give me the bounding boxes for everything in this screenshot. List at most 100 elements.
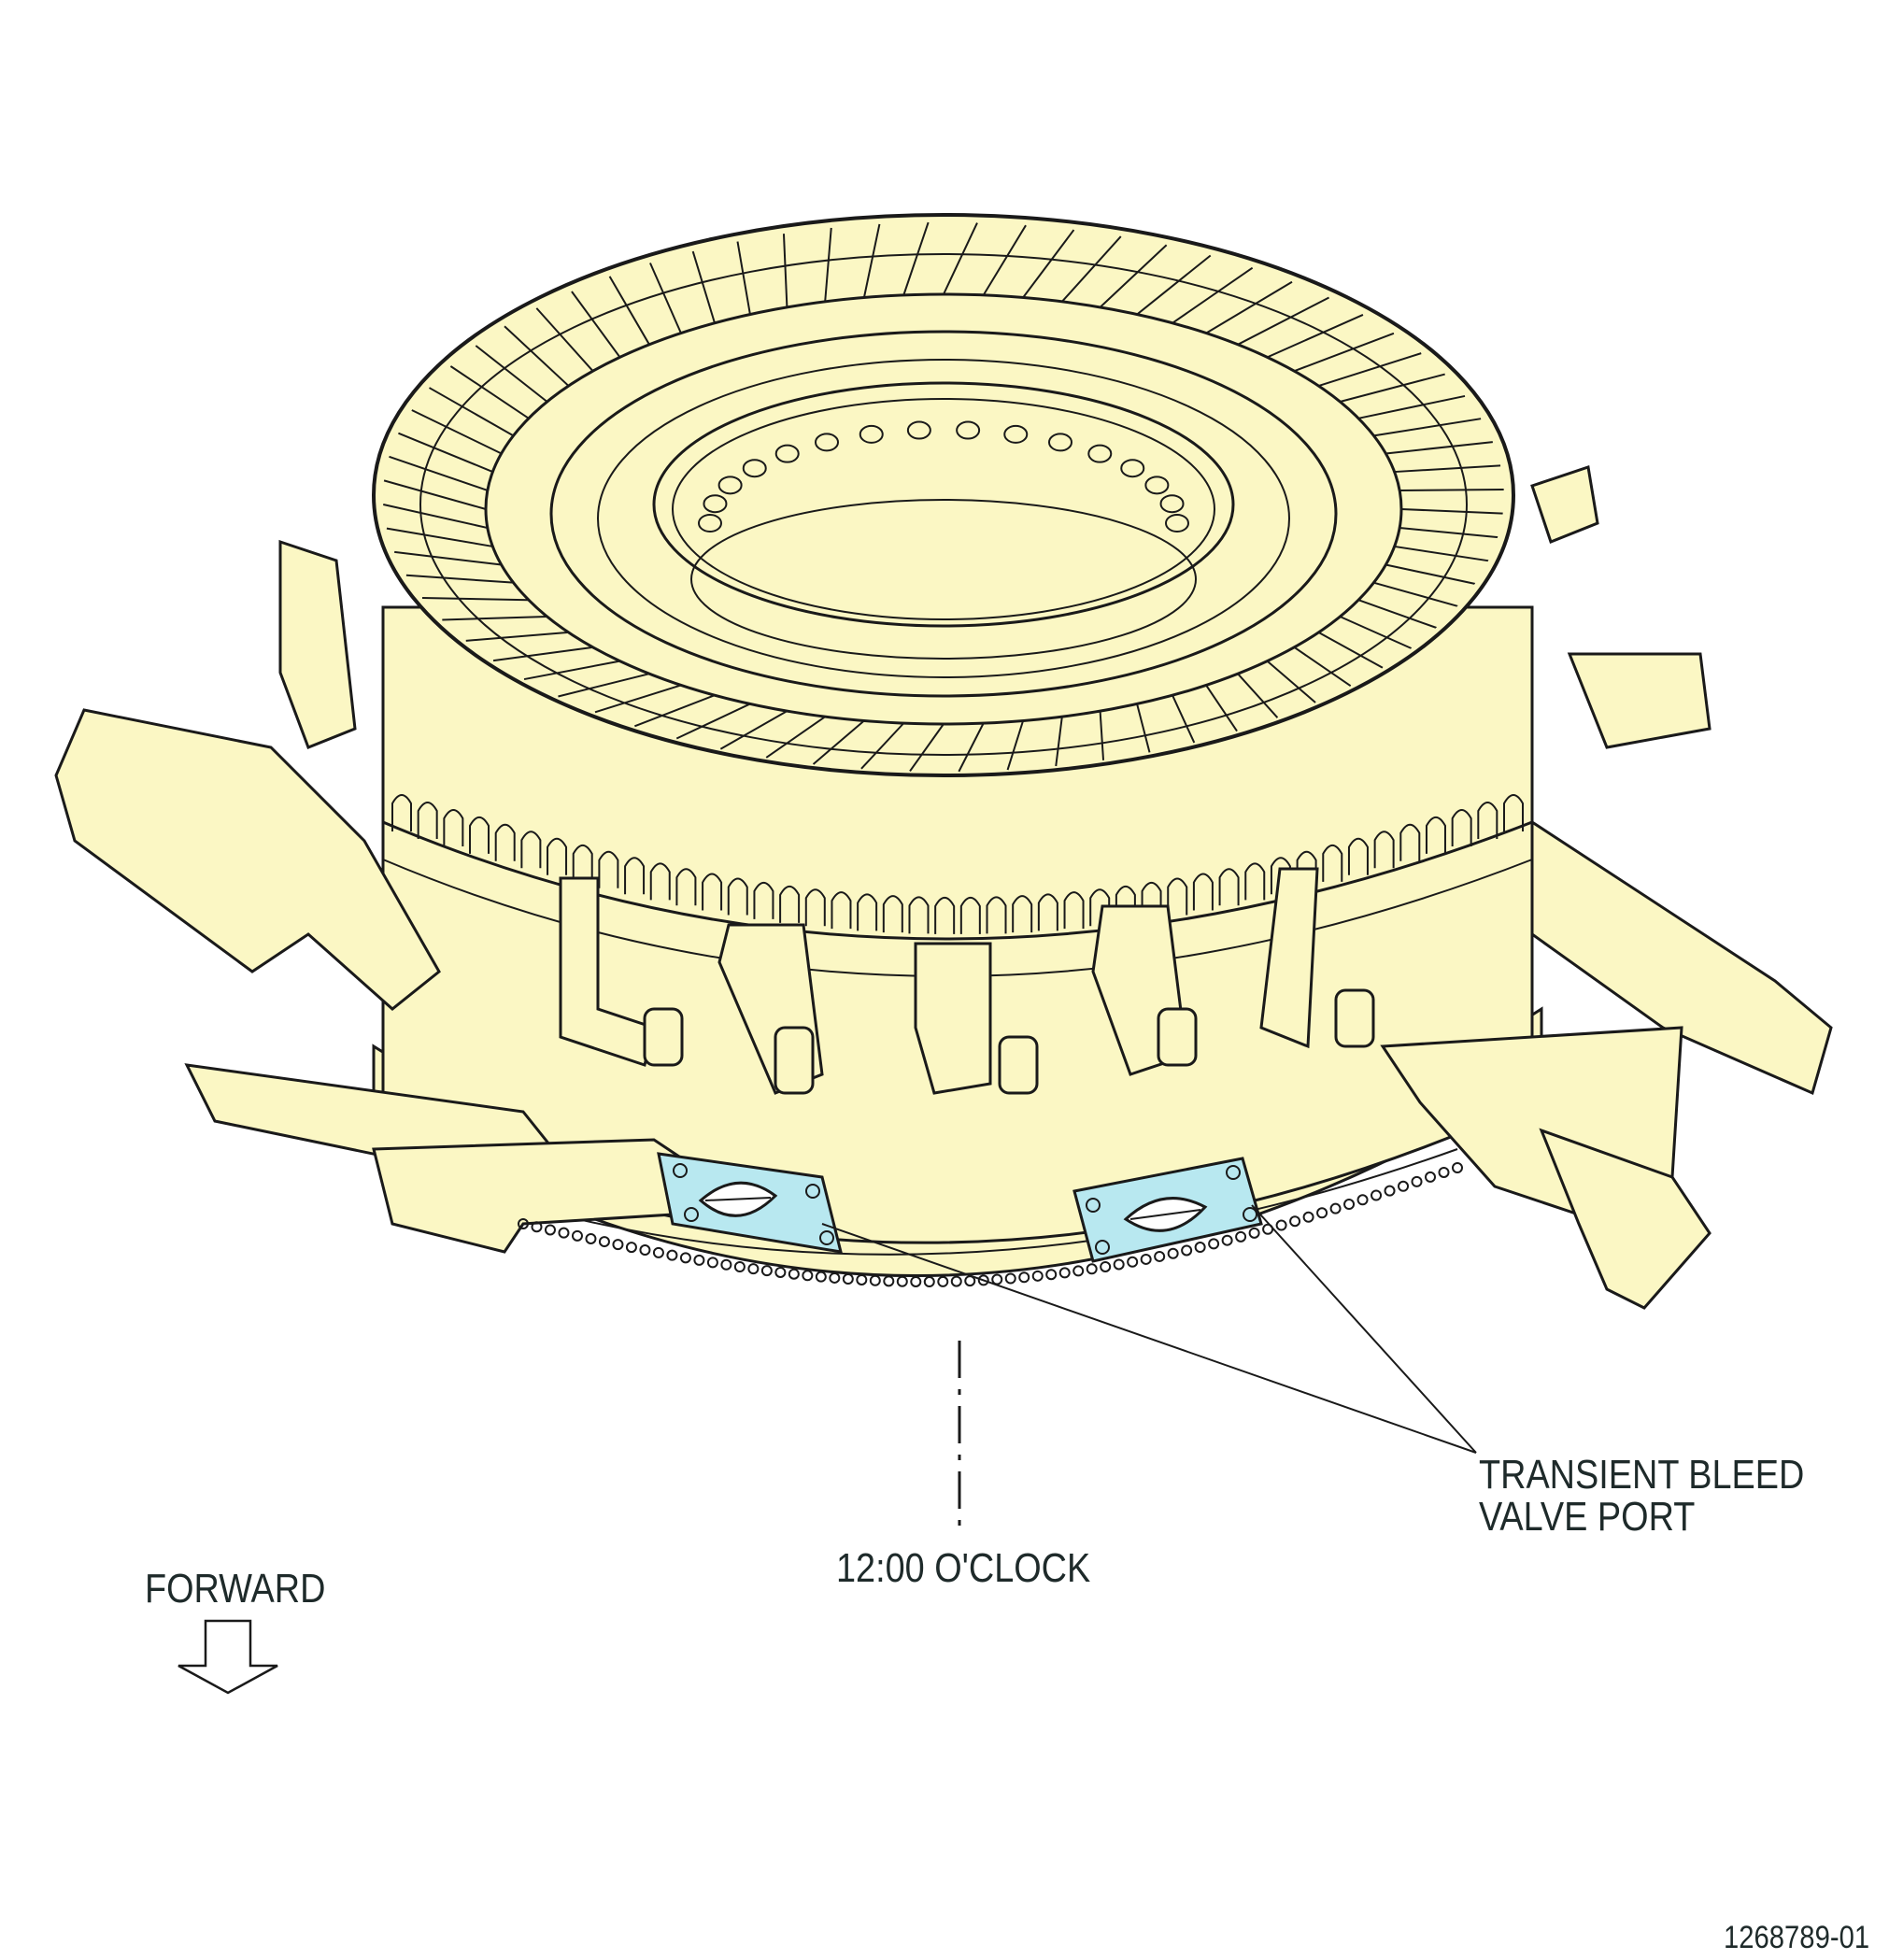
- stator-vane: [1318, 352, 1422, 388]
- stator-vane: [608, 276, 650, 346]
- flange-bolt-hole: [760, 1265, 773, 1277]
- case-scallop: [1037, 893, 1058, 931]
- stator-vane: [1006, 720, 1025, 771]
- inner-liner-hole: [1120, 459, 1145, 478]
- flange-bolt-hole: [923, 1276, 935, 1288]
- transient-bleed-valve-port-left: [657, 1152, 844, 1254]
- stator-vane: [1385, 563, 1476, 585]
- stator-vane: [386, 527, 493, 547]
- flange-bolt-hole: [842, 1273, 854, 1285]
- stator-vane: [389, 455, 489, 491]
- stator-vane: [383, 479, 487, 510]
- case-scallop: [1012, 895, 1033, 933]
- case-scallop: [1399, 823, 1421, 861]
- inner-liner-hole: [742, 459, 767, 478]
- inner-liner-hole: [774, 444, 800, 463]
- stator-vane: [691, 250, 716, 324]
- flange-bolt-hole: [1181, 1244, 1193, 1257]
- case-scallop: [1373, 831, 1395, 869]
- case-scallop: [1503, 794, 1524, 831]
- stator-vane: [909, 723, 944, 773]
- case-scallop: [1141, 881, 1162, 919]
- stator-vane: [860, 722, 905, 770]
- flange-bolt-hole: [1045, 1269, 1058, 1281]
- flange-bolt-hole: [1302, 1211, 1314, 1223]
- stator-vane: [1394, 545, 1489, 562]
- flange-bolt-holes: [518, 1162, 1463, 1288]
- stator-vane: [465, 631, 569, 642]
- case-scallop: [520, 831, 542, 869]
- flange-bolt-hole: [544, 1224, 556, 1236]
- flange-bolt-hole: [1031, 1270, 1044, 1282]
- case-scallop: [857, 893, 878, 931]
- stator-vane: [782, 234, 788, 307]
- inner-liner-hole: [1165, 514, 1189, 533]
- flange-bolt-hole: [531, 1221, 543, 1233]
- stator-vane: [1237, 673, 1279, 718]
- case-scallop: [1218, 868, 1240, 906]
- flange-bolt-hole: [1086, 1263, 1098, 1275]
- case-scallop: [779, 885, 801, 923]
- case-scallop: [1451, 809, 1472, 847]
- flange-bolt-hole: [1058, 1267, 1071, 1279]
- flange-bolt-hole: [910, 1275, 922, 1287]
- stator-vane: [475, 345, 548, 403]
- flange-bolt-hole: [829, 1271, 841, 1284]
- case-scallop: [1244, 862, 1266, 901]
- flange-bolt-hole: [747, 1263, 760, 1275]
- stator-vane: [383, 504, 489, 530]
- case-scallop: [986, 896, 1007, 934]
- flange-bolt-hole: [720, 1258, 732, 1271]
- flange-bolt-hole: [585, 1232, 597, 1244]
- stator-vane: [504, 325, 570, 387]
- case-scallop: [831, 891, 852, 930]
- inner-liner-hole: [1144, 476, 1170, 495]
- stator-vane: [675, 703, 751, 740]
- bleed-valve-label-line2: VALVE PORT: [1479, 1494, 1696, 1540]
- stator-vane: [1385, 441, 1493, 455]
- case-scallop: [1192, 873, 1214, 911]
- flange-bolt-hole: [1316, 1207, 1328, 1219]
- flange-bolt-hole: [1275, 1219, 1287, 1231]
- stator-vane: [1340, 373, 1445, 403]
- flange-bolt-hole: [1072, 1265, 1085, 1277]
- stator-vane: [943, 222, 978, 295]
- case-scallop: [443, 809, 464, 847]
- case-scallop: [675, 868, 697, 906]
- case-scallop: [1347, 837, 1369, 875]
- stator-vane: [765, 716, 826, 759]
- case-scallop: [469, 816, 490, 854]
- case-scallop: [572, 844, 593, 882]
- stator-vane: [492, 646, 593, 662]
- flange-bolt-hole: [937, 1275, 949, 1287]
- stator-vane: [411, 409, 503, 455]
- flange-bolt-hole: [693, 1254, 705, 1266]
- stator-vane: [1205, 684, 1238, 732]
- stator-vane: [523, 660, 620, 681]
- flange-bolt-hole: [625, 1242, 637, 1254]
- flange-bolt-hole: [991, 1273, 1003, 1285]
- case-scallop: [598, 850, 619, 888]
- case-scallop: [1477, 802, 1498, 840]
- inner-liner-hole: [1159, 494, 1185, 514]
- stator-vane: [398, 432, 493, 473]
- inner-liner-hole: [703, 494, 728, 514]
- stator-vane: [1061, 235, 1122, 303]
- stator-vane: [634, 694, 716, 728]
- stator-vane: [594, 684, 682, 714]
- flange-bolt-hole: [639, 1244, 651, 1257]
- inner-liner-hole: [1003, 424, 1029, 444]
- flange-bolt-hole: [652, 1246, 664, 1258]
- case-scallop: [649, 862, 671, 901]
- flange-bolt-hole: [1113, 1258, 1125, 1271]
- case-scallop: [882, 895, 903, 933]
- stator-vane: [1205, 280, 1293, 334]
- stator-vane: [649, 263, 682, 334]
- stator-vane: [1339, 616, 1413, 649]
- stator-vane: [429, 387, 515, 437]
- flange-bolt-hole: [1140, 1253, 1152, 1265]
- clock-position-label: 12:00 O'CLOCK: [836, 1545, 1091, 1591]
- case-scallop: [624, 857, 646, 895]
- inner-liner-hole: [717, 476, 743, 495]
